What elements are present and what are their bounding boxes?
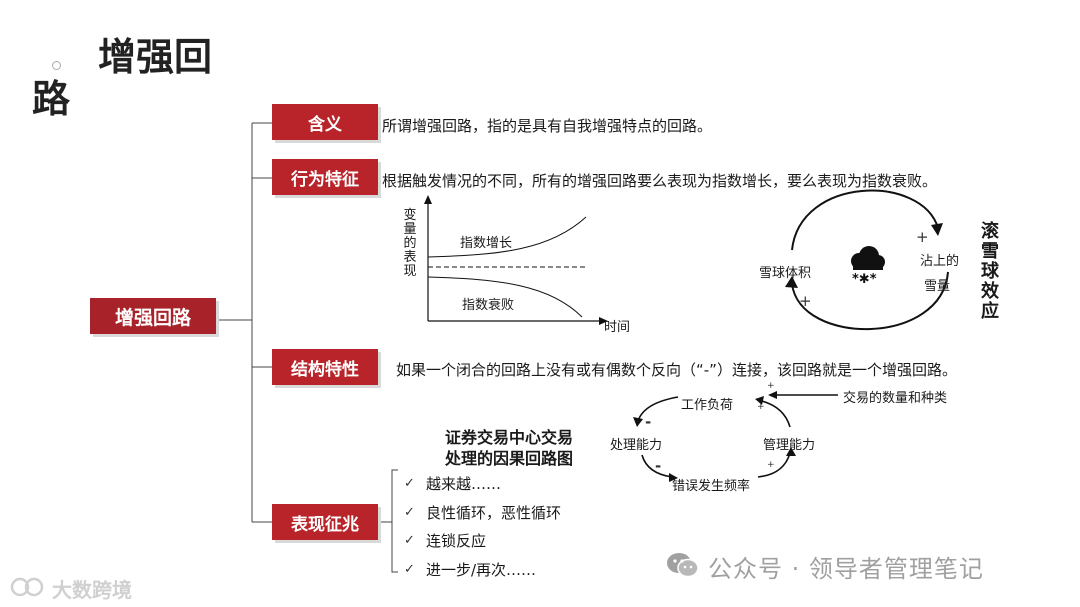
causal-title-line-2: 处理的因果回路图 <box>445 449 574 468</box>
causal-title-line-1: 证券交易中心交易 <box>445 428 574 447</box>
symptom-item-3: ✓ 连锁反应 <box>404 530 486 551</box>
causal-plus-2: + <box>757 402 765 412</box>
check-icon: ✓ <box>404 562 415 577</box>
snowball-arc-bottom <box>791 271 949 331</box>
growth-curve <box>427 216 587 258</box>
chart-x-arrow <box>599 317 608 325</box>
growth-label: 指数增长 <box>460 236 513 251</box>
branch-tag-symptoms-label: 表现征兆 <box>291 514 359 535</box>
snowball-plus-right: + <box>916 228 929 246</box>
snowball-arc-top <box>791 189 939 251</box>
chart-y-label: 变量的表现 <box>403 208 417 279</box>
branch-tag-structure-label: 结构特性 <box>291 359 359 380</box>
symptom-item-1: ✓ 越来越…… <box>404 473 501 494</box>
causal-volume-node: 交易的数量和种类 <box>843 391 948 406</box>
chart-y-arrow <box>424 195 432 204</box>
symptom-item-4: ✓ 进一步/再次…… <box>404 559 536 580</box>
snowball-plus-left: + <box>799 292 812 310</box>
check-icon: ✓ <box>404 476 415 491</box>
snowball-arrow-bottom <box>785 276 798 288</box>
snowball-snow-label-1: 沾上的 <box>920 254 960 269</box>
causal-loop-arrows <box>633 391 838 482</box>
causal-plus-3: + <box>767 460 775 470</box>
decay-curve <box>427 276 583 318</box>
causal-minus-bottom: - <box>655 457 662 475</box>
symptom-text-4: 进一步/再次…… <box>426 561 537 579</box>
behavior-chart <box>424 195 608 325</box>
branch-tag-structure: 结构特性 <box>272 349 378 385</box>
svg-text:*✱*: *✱* <box>852 272 877 285</box>
causal-plus-1: + <box>767 381 775 391</box>
logo-watermark-text: 大数跨境 <box>52 578 132 602</box>
causal-error-node: 错误发生频率 <box>672 479 751 494</box>
decay-label: 指数衰败 <box>462 298 515 313</box>
branch-tag-behavior: 行为特征 <box>272 159 378 195</box>
meaning-text: 所谓增强回路，指的是具有自我增强特点的回路。 <box>382 117 713 135</box>
page-title-line-2: 路 <box>32 77 71 121</box>
symptom-text-2: 良性循环，恶性循环 <box>426 504 562 522</box>
wechat-watermark-text: 公众号 · 领导者管理笔记 <box>708 555 984 583</box>
branch-tag-meaning: 含义 <box>272 104 378 140</box>
causal-capacity-node: 处理能力 <box>610 438 663 453</box>
snowball-snow-label-2: 雪量 <box>924 279 951 294</box>
page-title-line-1: 增强回 <box>98 35 213 79</box>
snowball-loop <box>785 189 949 331</box>
symptom-item-2: ✓ 良性循环，恶性循环 <box>404 502 561 523</box>
root-node-tag: 增强回路 <box>90 298 216 334</box>
symptom-text-3: 连锁反应 <box>426 532 487 550</box>
snowball-title: 滚雪球效应 <box>981 221 999 322</box>
root-node-label: 增强回路 <box>114 306 191 329</box>
snowball-volume-label: 雪球体积 <box>759 266 812 281</box>
chart-x-label: 时间 <box>604 320 631 335</box>
causal-minus-top: - <box>645 413 652 431</box>
wechat-icon <box>667 553 699 578</box>
title-bullet-dot <box>52 61 61 70</box>
check-icon: ✓ <box>404 533 415 548</box>
structure-text: 如果一个闭合的回路上没有或有偶数个反向（“-”）连接，该回路就是一个增强回路。 <box>396 361 957 379</box>
logo-icon <box>10 574 50 598</box>
branch-tag-symptoms: 表现征兆 <box>272 504 378 540</box>
check-icon: ✓ <box>404 505 415 520</box>
causal-management-node: 管理能力 <box>763 438 816 453</box>
snowball-arrow-top <box>931 223 943 236</box>
symptom-text-1: 越来越…… <box>426 475 502 493</box>
snow-cloud-icon: *✱* <box>851 246 885 285</box>
branch-tag-meaning-label: 含义 <box>308 114 342 135</box>
behavior-text: 根据触发情况的不同，所有的增强回路要么表现为指数增长，要么表现为指数衰败。 <box>382 172 938 190</box>
branch-tag-behavior-label: 行为特征 <box>291 169 359 190</box>
causal-workload-node: 工作负荷 <box>681 398 734 413</box>
